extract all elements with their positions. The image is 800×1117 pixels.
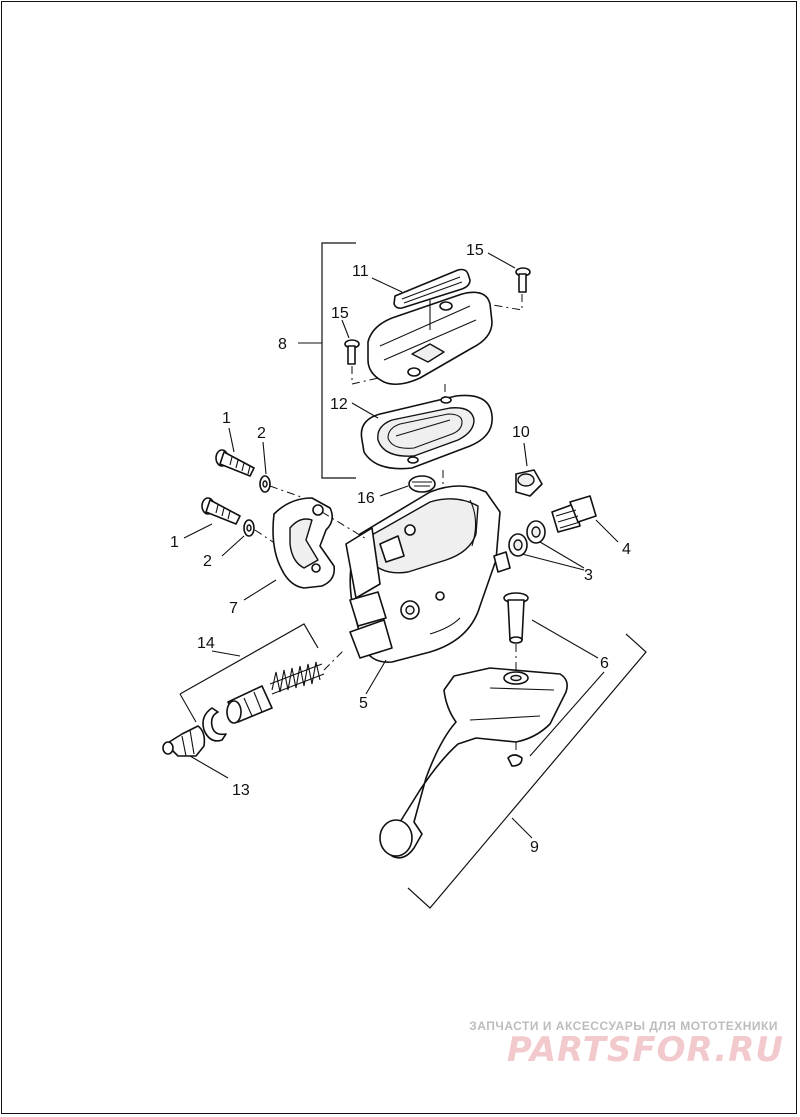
callout-1-lower: 1 [170,534,179,551]
bracket-9 [407,633,647,909]
reservoir-cover [367,291,493,386]
part-10-cap [515,469,543,497]
callout-13: 13 [232,782,250,799]
callout-2-top: 2 [257,425,266,442]
part-15-screw-top [515,267,531,293]
part-11-sight-glass [393,268,471,309]
part-9-lever [379,667,568,859]
watermark-logo: PARTSFOR.RU [506,1030,784,1070]
callout-9: 9 [530,839,539,856]
callout-6: 6 [600,655,609,672]
callout-8: 8 [278,336,287,353]
part-2-washer-top [259,475,271,493]
part-5-master-cylinder-body [345,485,511,663]
callout-4: 4 [622,541,631,558]
part-16-filter [408,475,436,493]
part-1-screw-top [215,449,255,477]
callout-1-top: 1 [222,410,231,427]
callout-12: 12 [330,396,348,413]
callout-16: 16 [357,490,375,507]
bracket-14 [179,623,319,695]
part-4-banjo-bolt [551,495,597,533]
callout-3: 3 [584,567,593,584]
callout-5: 5 [359,695,368,712]
part-2-washer-lower [243,519,255,537]
callout-14: 14 [197,635,215,652]
part-14-spring [269,661,325,695]
part-14-piston [226,685,273,724]
callout-15-top: 15 [466,242,484,259]
part-12-diaphragm [360,394,493,470]
part-3-washers [508,520,546,557]
watermark-caption: ЗАПЧАСТИ И АКСЕССУАРЫ ДЛЯ МОТОТЕХНИКИ [469,1019,778,1033]
part-13-boot [162,725,206,757]
callout-11: 11 [352,263,369,280]
callout-10: 10 [512,424,530,441]
part-6-clip [507,754,523,767]
part-14-circlip [202,707,227,742]
part-1-screw-lower [201,497,241,525]
part-6-pivot-pin [503,592,529,644]
bracket-8 [321,242,356,479]
callout-7: 7 [229,600,238,617]
callout-2-lower: 2 [203,553,212,570]
part-15-screw-left [344,339,360,365]
part-7-clamp [272,497,336,589]
callout-15-left: 15 [331,305,349,322]
